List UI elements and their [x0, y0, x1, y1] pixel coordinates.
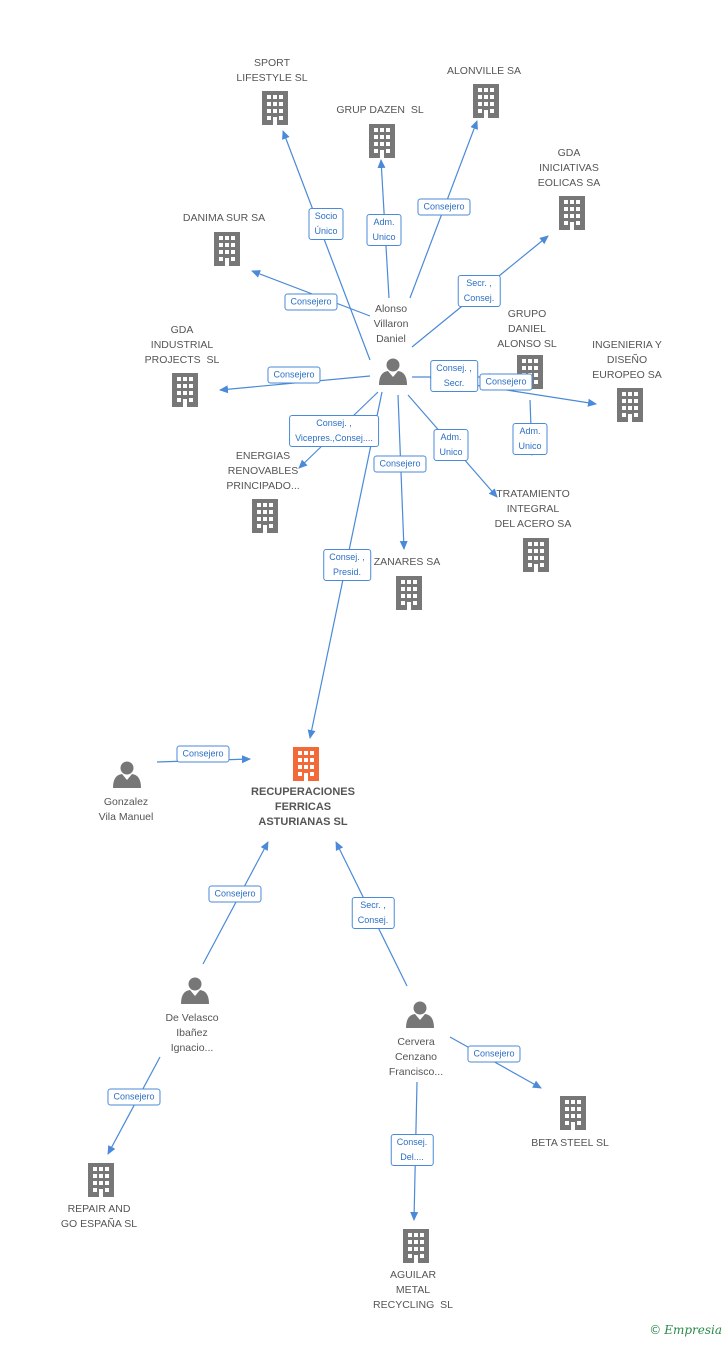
node-label-cervera[interactable]: Cervera Cenzano Francisco...	[388, 1036, 444, 1078]
footer-brand[interactable]: ©Empresia	[649, 1323, 722, 1337]
relation-badge-alonso-danima[interactable]: Consejero	[284, 293, 338, 311]
relation-badge-develasco-main[interactable]: Consejero	[208, 885, 262, 903]
edge-develasco-to-repair	[107, 1056, 161, 1155]
node-label-alonville[interactable]: ALONVILLE SA	[446, 65, 522, 77]
building-icon[interactable]	[523, 538, 549, 572]
relation-badge-alonso-grupo_daniel[interactable]: Consej. , Secr.	[430, 360, 478, 392]
relation-badge-alonso-alonville[interactable]: Consejero	[417, 198, 471, 216]
relation-badge-alonso-ingenieria[interactable]: Consejero	[479, 373, 533, 391]
building-icon[interactable]	[214, 232, 240, 266]
relation-badge-alonso-gda_eolicas[interactable]: Secr. , Consej.	[457, 275, 501, 307]
relation-badge-alonso-sport[interactable]: Socio Único	[308, 208, 344, 240]
building-icon[interactable]	[172, 373, 198, 407]
relation-badge-alonso-manzanares[interactable]: Consejero	[373, 455, 427, 473]
node-label-danima[interactable]: DANIMA SUR SA	[182, 212, 266, 224]
building-icon[interactable]	[403, 1229, 429, 1263]
relation-badge-alonso-tratamiento[interactable]: Adm. Unico	[433, 429, 469, 461]
person-icon[interactable]	[181, 977, 209, 1005]
relation-badge-grupo_daniel-tratamiento[interactable]: Adm. Unico	[512, 423, 548, 455]
person-icon[interactable]	[406, 1001, 434, 1029]
node-label-beta[interactable]: BETA STEEL SL	[531, 1137, 609, 1149]
node-label-grupo_daniel[interactable]: GRUPO DANIEL ALONSO SL	[497, 308, 557, 350]
node-label-gda_industrial[interactable]: GDA INDUSTRIAL PROJECTS SL	[144, 324, 220, 366]
building-icon[interactable]	[559, 196, 585, 230]
relation-badge-cervera-main[interactable]: Secr. , Consej.	[351, 897, 395, 929]
person-icon[interactable]	[113, 761, 141, 789]
edge-alonso-to-sport	[282, 130, 371, 361]
relation-badge-alonso-gda_industrial[interactable]: Consejero	[267, 366, 321, 384]
node-label-energias[interactable]: ENERGIAS RENOVABLES PRINCIPADO...	[226, 450, 300, 492]
node-label-sport[interactable]: SPORT LIFESTYLE SL	[236, 57, 308, 84]
building-icon[interactable]	[88, 1163, 114, 1197]
edge-develasco-to-main	[202, 841, 269, 965]
node-label-develasco[interactable]: De Velasco Ibañez Ignacio...	[165, 1012, 219, 1054]
node-label-ingenieria[interactable]: INGENIERIA Y DISEÑO EUROPEO SA	[592, 339, 662, 381]
node-label-gonzalez[interactable]: Gonzalez Vila Manuel	[98, 796, 154, 823]
node-label-tratamiento[interactable]: TRATAMIENTO INTEGRAL DEL ACERO SA	[494, 488, 572, 530]
building-icon[interactable]	[369, 124, 395, 158]
brand-name: Empresia	[664, 1323, 722, 1337]
edge-cervera-to-beta	[449, 1036, 542, 1089]
node-label-alonso[interactable]: Alonso Villaron Daniel	[373, 303, 409, 345]
building-icon[interactable]	[396, 576, 422, 610]
relation-badge-cervera-beta[interactable]: Consejero	[467, 1045, 521, 1063]
node-label-gda_eolicas[interactable]: GDA INICIATIVAS EOLICAS SA	[537, 147, 601, 189]
building-icon[interactable]	[473, 84, 499, 118]
relation-badge-alonso-energias[interactable]: Consej. , Vicepres.,Consej....	[289, 415, 379, 447]
relation-badge-gonzalez-main[interactable]: Consejero	[176, 745, 230, 763]
node-label-main[interactable]: RECUPERACIONES FERRICAS ASTURIANAS SL	[251, 786, 355, 828]
node-label-dazen[interactable]: GRUP DAZEN SL	[336, 104, 424, 116]
node-label-aguilar[interactable]: AGUILAR METAL RECYCLING SL	[373, 1269, 453, 1311]
node-label-repair[interactable]: REPAIR AND GO ESPAÑA SL	[60, 1203, 138, 1230]
building-icon[interactable]	[560, 1096, 586, 1130]
relation-badge-cervera-aguilar[interactable]: Consej. Del....	[390, 1134, 434, 1166]
building-icon[interactable]	[617, 388, 643, 422]
relation-badge-alonso-dazen[interactable]: Adm. Unico	[366, 214, 402, 246]
relation-badge-alonso-main[interactable]: Consej. , Presid.	[323, 549, 371, 581]
relation-badge-develasco-repair[interactable]: Consejero	[107, 1088, 161, 1106]
node-label-manzanares[interactable]: ZANARES SA	[373, 556, 441, 568]
building-icon[interactable]	[262, 91, 288, 125]
building-icon[interactable]	[252, 499, 278, 533]
person-icon[interactable]	[379, 358, 407, 386]
main-company-building-icon[interactable]	[293, 747, 319, 781]
copyright-icon: ©	[649, 1323, 662, 1337]
